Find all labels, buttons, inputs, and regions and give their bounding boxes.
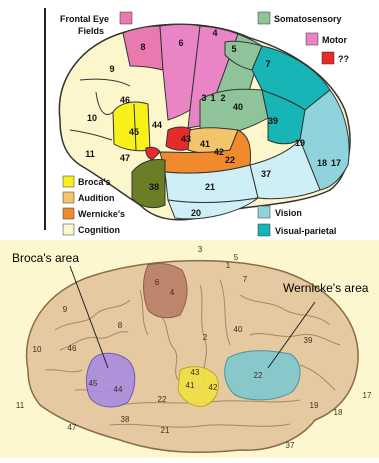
frontal-eye-fields-label-line2: Fields: [78, 26, 104, 36]
realistic-brain-panel: Broca's area Wernicke's area 3 5 1 7 9 8…: [0, 240, 379, 458]
brain-area-number: 5: [234, 253, 239, 262]
brain-area-number: 19: [310, 401, 319, 410]
brain-area-number: 3: [198, 245, 203, 254]
area-number: 42: [214, 147, 224, 157]
brocas-legend-label: Broca's: [78, 177, 111, 187]
area-number: 18: [317, 158, 327, 168]
area-number: 37: [261, 169, 271, 179]
brain-area-number: 46: [68, 344, 77, 353]
brocas-area-callout: Broca's area: [12, 251, 79, 265]
unknown-label: ??: [338, 54, 349, 64]
wernickes-area-callout: Wernicke's area: [283, 281, 369, 295]
motor-swatch: [306, 33, 318, 45]
visual-parietal-legend-label: Visual-parietal: [275, 226, 336, 236]
brain-area-number: 1: [226, 261, 231, 270]
brain-area-number: 43: [191, 368, 200, 377]
unknown-swatch: [322, 52, 334, 64]
area-number: 22: [225, 155, 235, 165]
area-number: 4: [212, 28, 217, 38]
region-3-4-motor: [144, 264, 188, 318]
brain-area-number: 11: [16, 401, 25, 410]
area-number: 9: [109, 64, 114, 74]
vision-swatch: [258, 206, 270, 218]
brain-area-number: 22: [254, 371, 263, 380]
vision-legend-label: Vision: [275, 208, 302, 218]
brain-area-number: 45: [89, 379, 98, 388]
wernickes-swatch: [63, 208, 74, 219]
brodmann-map-svg: 8 6 4 5 7 9 46 10 45 44 3 1 2 40 39 43 4…: [0, 0, 379, 240]
brain-area-number: 18: [334, 408, 343, 417]
area-number: 39: [268, 116, 278, 126]
brain-area-number: 21: [161, 426, 170, 435]
area-number: 7: [265, 59, 270, 69]
somatosensory-label: Somatosensory: [274, 14, 342, 24]
area-number: 8: [140, 42, 145, 52]
brain-area-number: 44: [114, 385, 123, 394]
visual-parietal-swatch: [258, 224, 270, 236]
area-number: 21: [205, 182, 215, 192]
brain-area-number: 38: [121, 415, 130, 424]
brain-area-number: 2: [203, 333, 208, 342]
brain-area-number: 10: [33, 345, 42, 354]
legend-right: Vision Visual-parietal: [258, 206, 336, 236]
area-number: 6: [178, 38, 183, 48]
area-number: 2: [220, 93, 225, 103]
area-number: 44: [152, 120, 162, 130]
cognition-legend-label: Cognition: [78, 225, 120, 235]
brain-area-number: 47: [68, 423, 77, 432]
brain-area-number: 17: [363, 391, 372, 400]
area-number: 10: [87, 113, 97, 123]
area-number: 5: [231, 44, 236, 54]
brain-area-number: 4: [170, 288, 175, 297]
area-number: 20: [191, 208, 201, 218]
frontal-eye-fields-swatch: [120, 12, 132, 24]
area-number: 3: [201, 93, 206, 103]
audition-legend-label: Audition: [78, 193, 115, 203]
area-number: 11: [85, 149, 95, 159]
area-number: 47: [120, 153, 130, 163]
area-number: 19: [295, 138, 305, 148]
brain-area-number: 42: [209, 383, 218, 392]
area-number: 46: [120, 95, 130, 105]
brain-area-number: 40: [234, 325, 243, 334]
brain-area-number: 8: [118, 321, 123, 330]
area-number: 17: [331, 158, 341, 168]
brain-area-number: 7: [243, 275, 248, 284]
brain-area-number: 39: [304, 336, 313, 345]
motor-label: Motor: [322, 35, 347, 45]
brain-area-number: 9: [63, 305, 68, 314]
brain-area-number: 41: [186, 381, 195, 390]
area-number: 40: [233, 102, 243, 112]
somatosensory-swatch: [258, 12, 270, 24]
wernickes-legend-label: Wernicke's: [78, 209, 125, 219]
area-number: 45: [129, 127, 139, 137]
realistic-brain-svg: Broca's area Wernicke's area 3 5 1 7 9 8…: [0, 240, 379, 458]
cognition-swatch: [63, 224, 74, 235]
area-number: 41: [200, 139, 210, 149]
area-number: 38: [149, 182, 159, 192]
brain-area-number: 22: [158, 395, 167, 404]
area-number: 43: [181, 134, 191, 144]
brain-area-number: 6: [155, 278, 160, 287]
frontal-eye-fields-label-line1: Frontal Eye: [60, 14, 109, 24]
brocas-swatch: [63, 176, 74, 187]
audition-swatch: [63, 192, 74, 203]
area-number: 1: [210, 93, 215, 103]
brodmann-map-panel: 8 6 4 5 7 9 46 10 45 44 3 1 2 40 39 43 4…: [0, 0, 379, 240]
brain-area-number: 37: [286, 441, 295, 450]
